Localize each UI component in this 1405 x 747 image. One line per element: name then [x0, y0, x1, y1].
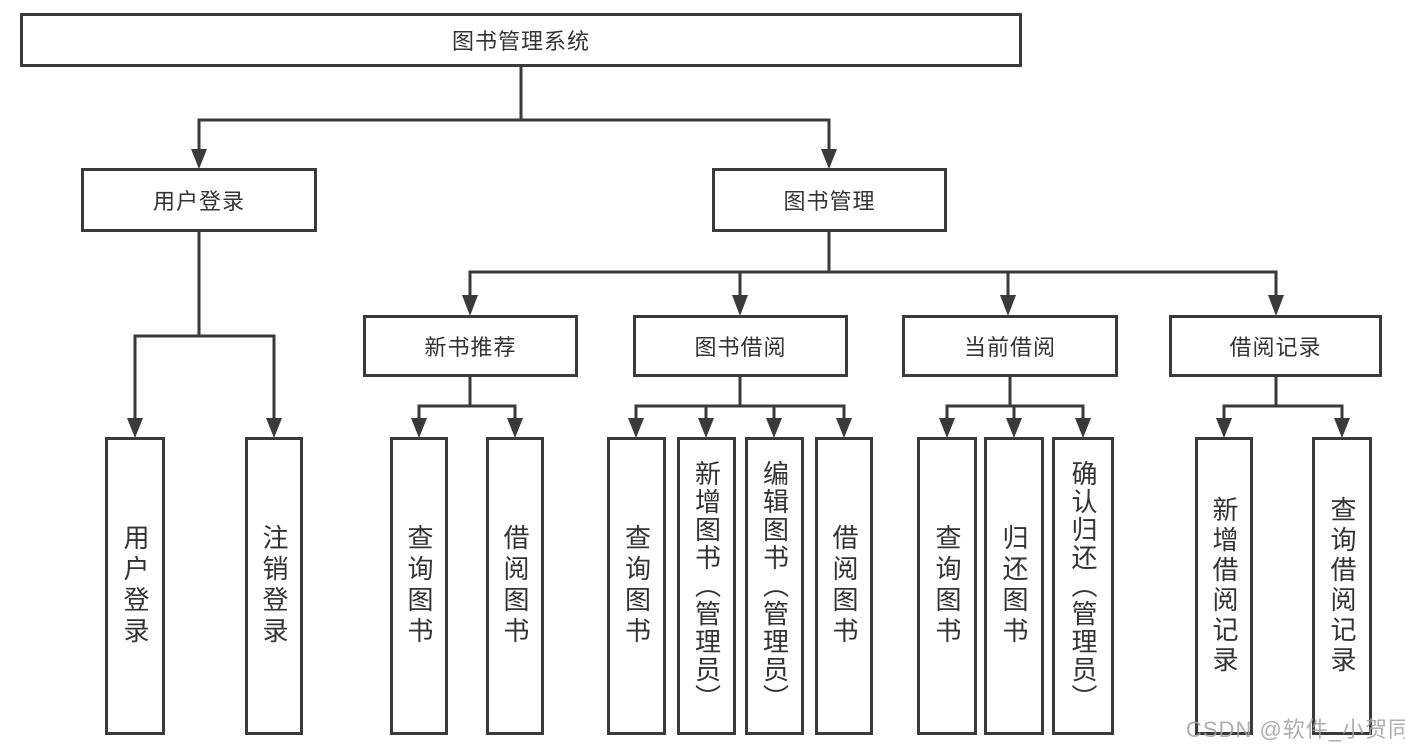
leaf-current-confirm-admin: 确认归还（管理员） [1052, 437, 1114, 735]
connector-current-to-leaves [945, 377, 1085, 419]
arrowhead [1216, 418, 1232, 438]
leaf-current-query: 查询图书 [917, 437, 977, 735]
arrowhead [266, 418, 282, 438]
leaf-newbook-query: 查询图书 [390, 437, 448, 735]
connector-bookmgmt-to-level3 [468, 232, 1278, 296]
node-book-management: 图书管理 [712, 168, 947, 232]
leaf-borrow-borrow: 借阅图书 [815, 437, 873, 735]
csdn-watermark: CSDN @软件_小贺同学 [1186, 717, 1405, 742]
arrowhead [127, 418, 143, 438]
arrowhead [507, 418, 523, 438]
arrowhead [821, 149, 837, 169]
node-book-borrowing: 图书借阅 [633, 315, 848, 377]
leaf-records-add: 新增借阅记录 [1195, 437, 1253, 735]
arrowhead [1075, 418, 1091, 438]
leaf-current-return: 归还图书 [984, 437, 1044, 735]
node-root: 图书管理系统 [20, 13, 1022, 67]
leaf-borrow-edit-admin: 编辑图书（管理员） [745, 437, 804, 735]
arrowhead [836, 418, 852, 438]
arrowhead [1006, 418, 1022, 438]
connector-userlogin-to-leaves [133, 232, 276, 419]
arrowhead [732, 295, 748, 316]
leaf-borrow-query: 查询图书 [607, 437, 666, 735]
leaf-user-login: 用户登录 [105, 437, 165, 735]
leaf-logout: 注销登录 [245, 437, 303, 735]
arrowhead [1000, 295, 1016, 316]
node-current-borrowing: 当前借阅 [902, 315, 1118, 377]
arrowhead [939, 418, 955, 438]
arrowhead [462, 295, 478, 316]
arrowheads [127, 149, 1350, 438]
leaf-borrow-add-admin: 新增图书（管理员） [677, 437, 736, 735]
arrowhead [698, 418, 714, 438]
arrowhead [411, 418, 427, 438]
connector-root-to-level2 [197, 67, 831, 150]
leaf-records-query: 查询借阅记录 [1312, 437, 1372, 735]
arrowhead [191, 149, 207, 169]
leaf-newbook-borrow: 借阅图书 [486, 437, 544, 735]
connector-records-to-leaves [1222, 377, 1344, 419]
arrowhead [1268, 295, 1284, 316]
connector-newbook-to-leaves [417, 377, 517, 419]
node-borrowing-records: 借阅记录 [1169, 315, 1382, 377]
node-user-login: 用户登录 [81, 168, 317, 232]
node-new-book-recommend: 新书推荐 [363, 315, 578, 377]
arrowhead [628, 418, 644, 438]
connector-borrowing-to-leaves [634, 377, 846, 419]
arrowhead [766, 418, 782, 438]
arrowhead [1334, 418, 1350, 438]
